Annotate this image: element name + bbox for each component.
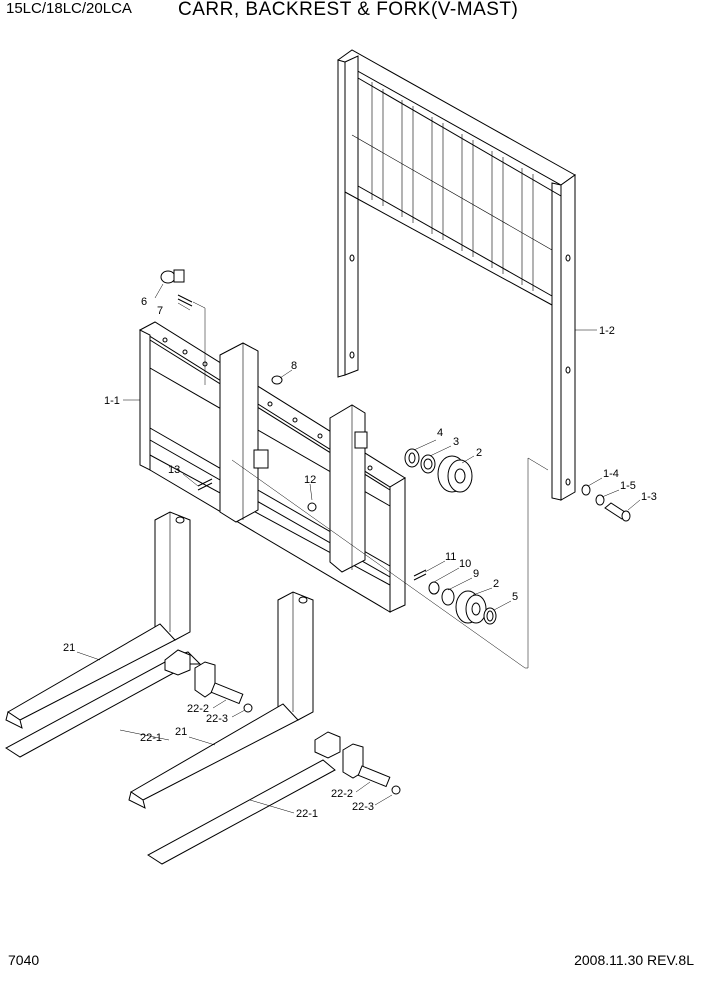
callout-22-1-left: 22-1 (140, 732, 162, 744)
callout-22-2-right: 22-2 (331, 788, 353, 800)
callout-8: 8 (291, 360, 297, 372)
callout-2-upper: 2 (476, 447, 482, 459)
callout-3: 3 (453, 436, 459, 448)
callout-1-2: 1-2 (599, 325, 615, 337)
callout-11: 11 (445, 551, 456, 563)
callout-1-1: 1-1 (104, 395, 120, 407)
page-title: CARR, BACKREST & FORK(V-MAST) (178, 0, 519, 20)
fork-left (5, 511, 253, 758)
page-number: 7040 (8, 952, 40, 968)
leader-lines (76, 283, 641, 814)
callout-22-1-right: 22-1 (296, 808, 318, 820)
callout-5: 5 (512, 591, 518, 603)
callout-21-right: 21 (175, 726, 187, 738)
callout-1-4: 1-4 (603, 468, 619, 480)
revision-date: 2008.11.30 REV.8L (574, 952, 694, 968)
carriage (139, 321, 406, 613)
model-list: 15LC/18LC/20LCA (6, 0, 132, 17)
reference-lines (192, 301, 549, 669)
callout-10: 10 (459, 558, 471, 570)
callout-4: 4 (437, 427, 443, 439)
carriage-hardware (160, 269, 317, 512)
callout-22-3-left: 22-3 (206, 713, 228, 725)
backrest (337, 49, 576, 501)
callout-7: 7 (157, 305, 163, 317)
fork-right (128, 591, 401, 865)
callout-12: 12 (304, 474, 316, 486)
callout-2-lower: 2 (493, 578, 499, 590)
callout-22-2-left: 22-2 (187, 703, 209, 715)
roller-assembly-upper (404, 448, 473, 493)
callout-22-3-right: 22-3 (352, 801, 374, 813)
callout-9: 9 (473, 568, 479, 580)
backrest-bolt-set (581, 484, 631, 522)
callout-1-3: 1-3 (641, 491, 657, 503)
callout-6: 6 (141, 296, 147, 308)
callout-13: 13 (168, 464, 180, 476)
callout-21-left: 21 (63, 642, 75, 654)
roller-assembly-lower (413, 569, 497, 625)
callout-1-5: 1-5 (620, 480, 636, 492)
